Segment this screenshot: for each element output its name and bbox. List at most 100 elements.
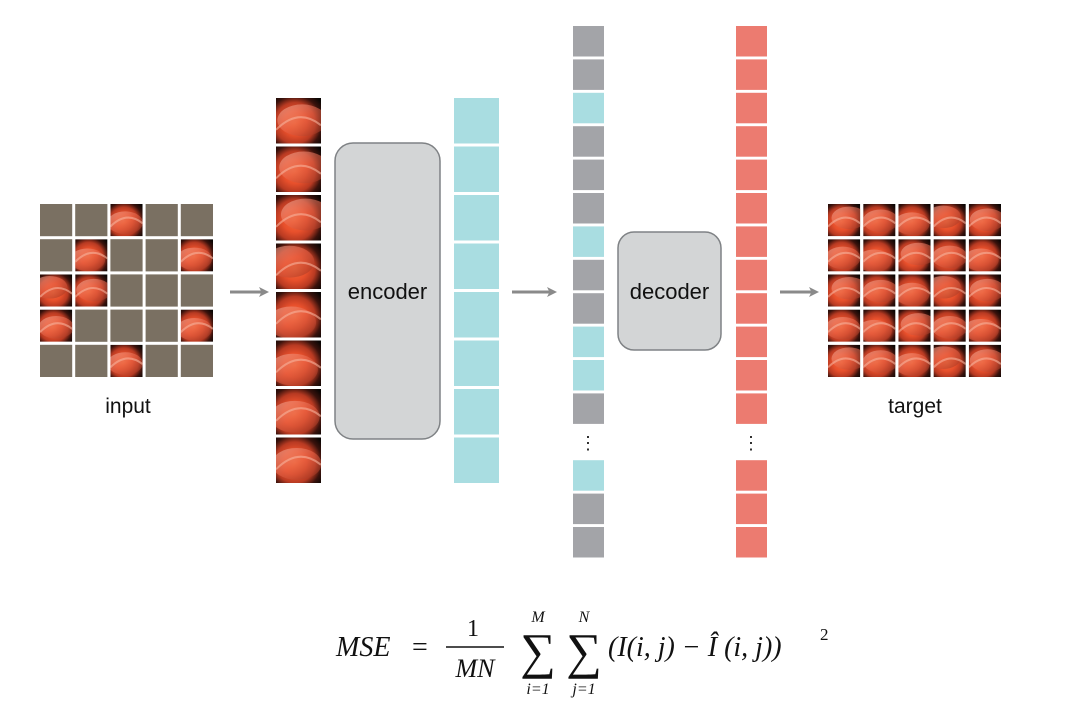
visible-patch [276,195,330,241]
target-patch [926,204,966,236]
input-visible-patch [177,239,213,271]
target-patch [898,310,936,342]
input-visible-patch [70,239,108,271]
mask-token [573,494,604,524]
input-visible-patch [38,310,73,342]
output-token [736,460,767,491]
visible-patch [276,147,329,193]
decoder-label: decoder [630,279,710,304]
mask-token [573,260,604,291]
input-masked-patch [75,310,107,342]
target-patch [894,204,930,236]
input-masked-patch [146,204,178,236]
target-patch [863,345,898,377]
input-visible-patch [108,204,143,236]
output-token [736,26,767,57]
formula-body: (I(i, j) − Î (i, j)) [608,632,782,663]
input-masked-patch [75,345,107,377]
target-patch [856,239,895,272]
encoder-token [454,438,499,484]
output-token [736,494,767,524]
formula-sum1-bottom: i=1 [526,681,549,698]
input-masked-patch [146,310,178,342]
visible-patch [265,244,321,290]
decoder-input-sequence: ⋮ [573,26,604,558]
output-token [736,360,767,391]
mse-formula: MSE = 1 MN M ∑ i=1 N ∑ j=1 (I(i, j) − Î … [330,600,850,710]
formula-lhs: MSE [335,632,390,663]
encoder-token [454,389,499,435]
target-patch [932,239,967,271]
mask-token [573,527,604,558]
target-patch [894,274,930,306]
output-token [736,160,767,191]
input-masked-patch [146,274,178,306]
visible-patches-column [265,98,331,483]
target-patch [825,310,860,342]
input-masked-patch [75,204,107,236]
visible-token [573,226,604,257]
target-patch [932,310,967,342]
output-token [736,527,767,558]
input-visible-patch [108,345,143,377]
target-patch [828,204,867,236]
target-patch [963,239,1001,271]
mask-token [573,160,604,191]
target-patch [894,345,930,377]
target-patch [963,310,1001,342]
input-visible-patch [177,310,213,342]
formula-sum2-sigma: ∑ [566,623,602,679]
formula-sum1-sigma: ∑ [520,623,556,679]
input-masked-patch [181,345,213,377]
input-masked-patch [40,239,72,271]
target-label: target [855,395,975,419]
decoder-input-ellipsis: ⋮ [579,433,597,453]
input-masked-patch [110,310,142,342]
formula-equals: = [412,632,428,663]
visible-patch [267,292,321,338]
input-label: input [68,395,188,419]
input-visible-patch [75,274,111,306]
decoder-output-tokens: ⋮ [736,26,767,558]
visible-token [573,460,604,491]
input-masked-patch [40,204,72,236]
target-patch [863,204,898,236]
input-masked-patch [146,239,178,271]
output-token [736,226,767,257]
output-token [736,193,767,224]
output-token [736,393,767,424]
visible-token [573,327,604,358]
target-image [825,204,1005,377]
encoder-output-tokens [454,98,499,483]
mask-token [573,293,604,324]
input-masked-patch [146,345,178,377]
formula-sum2-bottom: j=1 [570,681,595,698]
visible-patch [268,341,321,387]
encoder-label: encoder [348,279,428,304]
output-token [736,260,767,291]
output-token [736,59,767,90]
target-patch [969,274,1005,306]
target-patch [926,274,966,306]
mask-token [573,26,604,57]
visible-patch [276,98,327,144]
encoder-token [454,341,499,387]
visible-token [573,93,604,124]
mask-token [573,126,604,157]
output-token [736,93,767,124]
decoder-output-ellipsis: ⋮ [742,433,760,453]
target-patch [828,345,867,377]
encoder-token [454,244,499,290]
input-masked-patch [110,274,142,306]
target-patch [969,345,1005,377]
visible-patch [272,438,322,484]
output-token [736,126,767,157]
target-patch [856,310,895,343]
visible-patch [270,389,321,435]
encoder-token [454,147,499,193]
target-patch [969,204,1005,236]
output-token [736,327,767,358]
encoder-token [454,98,499,144]
visible-token [573,360,604,391]
input-masked-patch [40,345,72,377]
